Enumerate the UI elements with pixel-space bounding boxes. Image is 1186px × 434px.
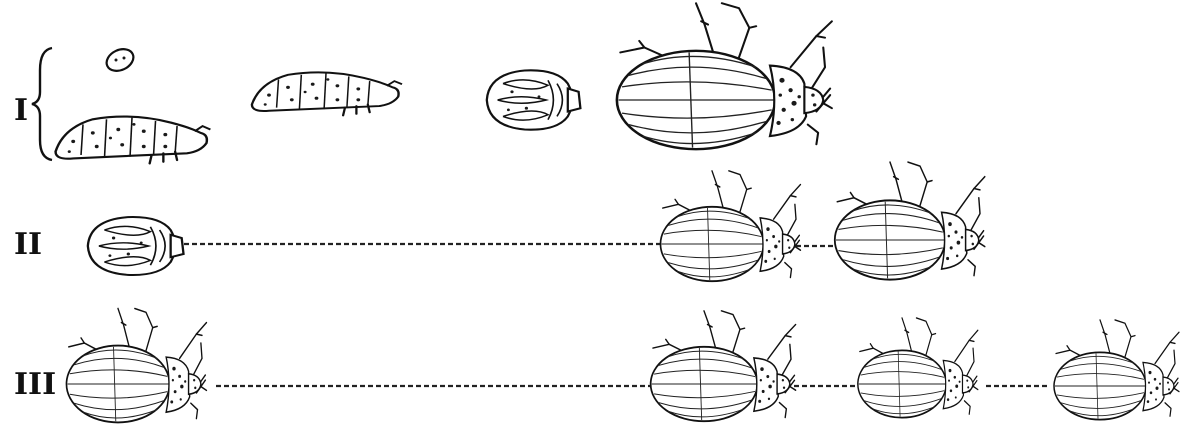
larva-illustration	[252, 72, 402, 115]
beetle-illustration	[660, 171, 800, 281]
row-label-iii: III	[14, 367, 56, 402]
row-i	[56, 3, 832, 163]
larva-illustration	[56, 117, 211, 164]
row-ii	[88, 162, 985, 281]
beetle-illustration	[1054, 320, 1179, 420]
row-i-brace	[32, 48, 52, 160]
egg-illustration	[103, 45, 137, 75]
beetle-illustration	[66, 308, 206, 422]
beetle-illustration	[858, 318, 978, 418]
beetle-illustration	[651, 311, 796, 421]
row-iii	[66, 308, 1179, 422]
pupa-illustration	[88, 217, 184, 275]
row-label-ii: II	[14, 227, 42, 262]
row-label-i: I	[14, 93, 28, 128]
pupa-illustration	[487, 70, 581, 129]
beetle-illustration	[835, 162, 985, 279]
beetle-illustration	[617, 3, 832, 149]
